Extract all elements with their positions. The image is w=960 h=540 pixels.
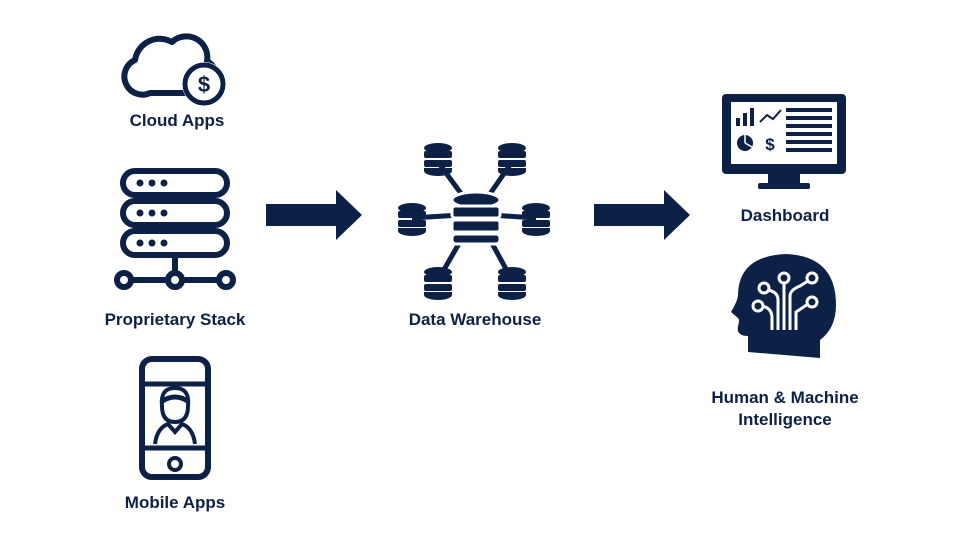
ai-head-icon	[731, 254, 836, 358]
server-stack-icon	[114, 168, 236, 290]
data-warehouse-label: Data Warehouse	[408, 310, 542, 329]
dashboard-label: Dashboard	[740, 206, 830, 225]
proprietary-stack-label: Proprietary Stack	[104, 310, 246, 329]
human-machine-intelligence-label: Human & Machine Intelligence	[675, 387, 895, 431]
svg-text:$: $	[765, 135, 775, 154]
cloud-dollar-icon: $	[121, 33, 226, 106]
mobile-phone-icon	[139, 356, 211, 480]
monitor-dashboard-icon: $	[722, 94, 846, 189]
hmi-label-line2: Intelligence	[738, 410, 832, 429]
right-arrow-icon	[266, 190, 362, 240]
right-arrow-icon	[594, 190, 690, 240]
mobile-apps-label: Mobile Apps	[124, 493, 226, 512]
cloud-apps-label: Cloud Apps	[129, 111, 225, 130]
hmi-label-line1: Human & Machine	[711, 388, 859, 407]
database-network-icon	[398, 143, 550, 300]
server-lights	[136, 179, 168, 247]
svg-text:$: $	[198, 72, 210, 97]
